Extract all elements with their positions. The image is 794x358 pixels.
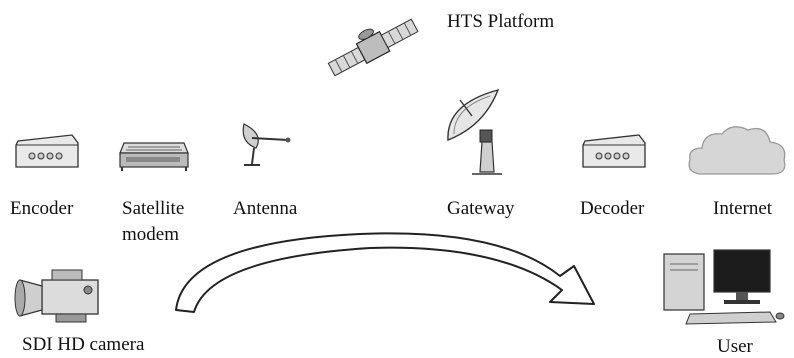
- internet-label: Internet: [713, 198, 773, 219]
- antenna-label: Antenna: [233, 198, 298, 219]
- satellite-icon: [322, 12, 426, 82]
- cloud-icon: [686, 120, 790, 182]
- decoder-label: Decoder: [580, 198, 645, 219]
- gateway-dish-icon: [440, 86, 514, 178]
- desktop-computer-icon: [660, 246, 788, 328]
- hts-platform-label: HTS Platform: [447, 11, 555, 32]
- encoder-box-icon: [12, 131, 82, 173]
- curved-arrow-icon: [170, 222, 610, 322]
- user-label: User: [717, 336, 753, 357]
- camera-label: SDI HD camera: [22, 334, 145, 355]
- satellite-modem-label-line2: modem: [122, 224, 179, 245]
- video-camera-icon: [12, 266, 108, 328]
- gateway-label: Gateway: [447, 198, 515, 219]
- dish-antenna-icon: [238, 118, 294, 170]
- satellite-modem-label-line1: Satellite: [122, 198, 185, 219]
- encoder-label: Encoder: [10, 198, 74, 219]
- decoder-box-icon: [579, 131, 649, 173]
- satellite-modem-icon: [118, 135, 190, 175]
